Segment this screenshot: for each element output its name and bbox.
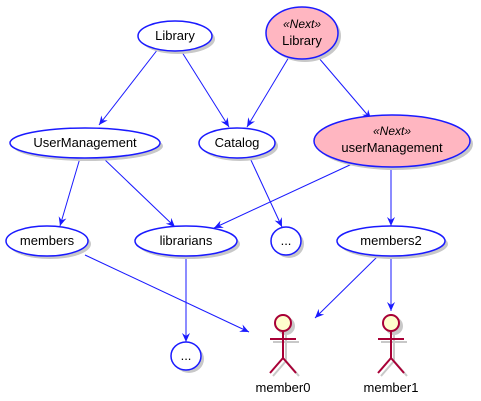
- edge-librarynext-usermanagementnext: [317, 56, 372, 120]
- actor-member1-figure: [377, 314, 408, 377]
- usecase-librarians-label: librarians: [160, 233, 213, 248]
- usecase-librarians-ellipsis-label: ...: [181, 348, 192, 363]
- usecase-catalog-label: Catalog: [215, 135, 260, 150]
- usecase-library-next[interactable]: «Next» Library: [265, 6, 341, 62]
- usecase-librarians-ellipsis[interactable]: ...: [170, 341, 204, 373]
- usecase-library-next-label: Library: [282, 33, 322, 48]
- edge-usermanagementnext-librarians: [213, 163, 353, 229]
- usecase-usermanagement-label: UserManagement: [33, 135, 137, 150]
- edge-members2-member0: [314, 255, 379, 319]
- actor-member0-label: member0: [256, 380, 311, 395]
- actor-member0-figure: [269, 314, 300, 377]
- actor-member1[interactable]: member1: [364, 314, 419, 395]
- usecase-members2[interactable]: members2: [336, 225, 448, 259]
- edge-library-catalog: [179, 48, 230, 128]
- usecase-usermanagement-next[interactable]: «Next» userManagement: [313, 114, 473, 170]
- edge-librarynext-catalog: [246, 56, 290, 128]
- usecase-library-label: Library: [155, 28, 195, 43]
- usecase-catalog-ellipsis-label: ...: [281, 233, 292, 248]
- usecase-library[interactable]: Library: [137, 20, 215, 54]
- usecase-library-next-stereotype: «Next»: [283, 17, 321, 31]
- usecase-members[interactable]: members: [5, 225, 91, 259]
- usecase-librarians[interactable]: librarians: [134, 225, 240, 259]
- edge-members-member0: [84, 254, 250, 333]
- usecase-usermanagement-next-label: userManagement: [341, 140, 443, 155]
- actor-member0[interactable]: member0: [256, 314, 311, 395]
- edge-catalog-ellipsis: [249, 157, 283, 228]
- edge-usermanagement-librarians: [102, 157, 176, 228]
- usecase-usermanagement[interactable]: UserManagement: [9, 127, 163, 161]
- edge-library-usermanagement: [98, 48, 159, 126]
- usecase-members-label: members: [20, 233, 75, 248]
- usecase-catalog-ellipsis[interactable]: ...: [270, 226, 304, 258]
- actor-member1-label: member1: [364, 380, 419, 395]
- usecase-usermanagement-next-stereotype: «Next»: [373, 124, 411, 138]
- usecase-members2-label: members2: [360, 233, 421, 248]
- usecase-catalog[interactable]: Catalog: [198, 127, 278, 161]
- edges: [58, 48, 395, 342]
- edge-usermanagement-members: [58, 157, 81, 227]
